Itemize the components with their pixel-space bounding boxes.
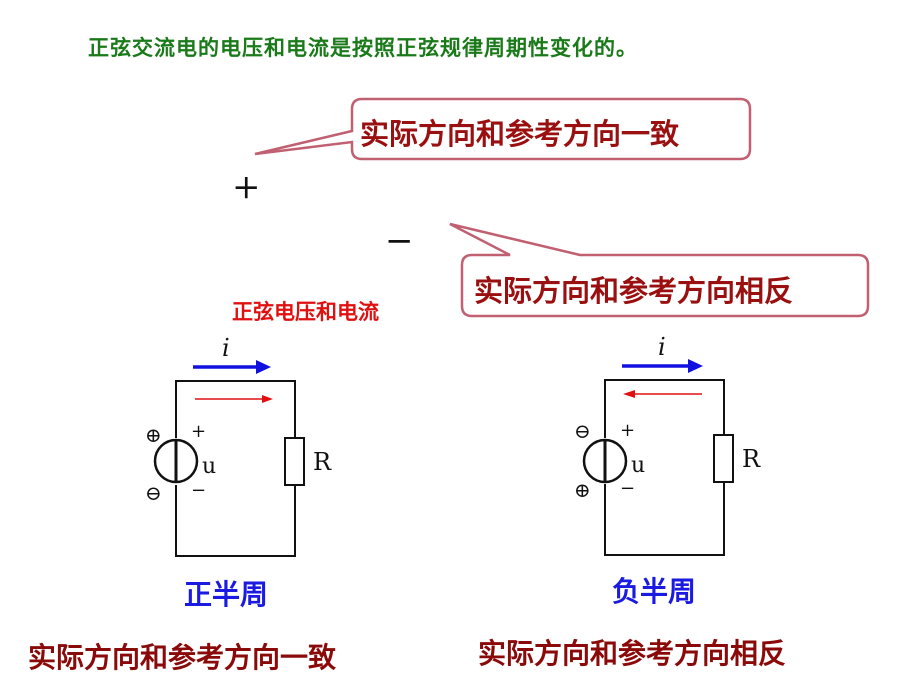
polarity-bottom-icon: ⊕	[574, 478, 591, 502]
minus-sign: −	[385, 221, 414, 261]
reference-arrow-head	[256, 360, 271, 374]
plus-sign: +	[232, 167, 261, 207]
section-heading: 正弦电压和电流	[232, 299, 379, 324]
description-left: 实际方向和参考方向一致	[28, 641, 337, 674]
terminal-minus: −	[620, 478, 635, 499]
source-label: u	[202, 454, 216, 479]
callout-bottom-balloon	[449, 222, 870, 318]
source-label: u	[631, 453, 645, 478]
actual-arrow-head	[623, 390, 635, 398]
reference-arrow-head	[688, 359, 703, 373]
resistor-label: R	[313, 448, 332, 476]
polarity-bottom-icon: ⊖	[145, 481, 162, 505]
current-label: i	[658, 333, 666, 361]
circuit-left-wire	[175, 380, 296, 557]
callout-top-text: 实际方向和参考方向一致	[360, 117, 680, 151]
page-title: 正弦交流电的电压和电流是按照正弦规律周期性变化的。	[88, 35, 638, 60]
polarity-top-icon: ⊖	[574, 419, 591, 443]
callout-top-balloon	[254, 97, 752, 161]
circuit-left: R u + − ⊕ ⊖ i	[145, 334, 332, 557]
caption-positive-half: 正半周	[184, 578, 269, 611]
terminal-plus: +	[191, 421, 206, 442]
resistor-icon	[713, 434, 734, 483]
resistor-icon	[284, 437, 305, 486]
caption-negative-half: 负半周	[612, 575, 697, 608]
circuit-right-wire	[604, 379, 725, 556]
actual-arrow-head	[262, 395, 273, 403]
polarity-top-icon: ⊕	[145, 423, 162, 447]
description-right: 实际方向和参考方向相反	[478, 637, 787, 670]
callout-bottom-text: 实际方向和参考方向相反	[474, 274, 794, 308]
circuit-right: R u + − ⊖ ⊕ i	[574, 333, 761, 556]
terminal-plus: +	[620, 420, 635, 441]
current-label: i	[222, 334, 230, 362]
terminal-minus: −	[191, 480, 206, 501]
resistor-label: R	[742, 445, 761, 473]
